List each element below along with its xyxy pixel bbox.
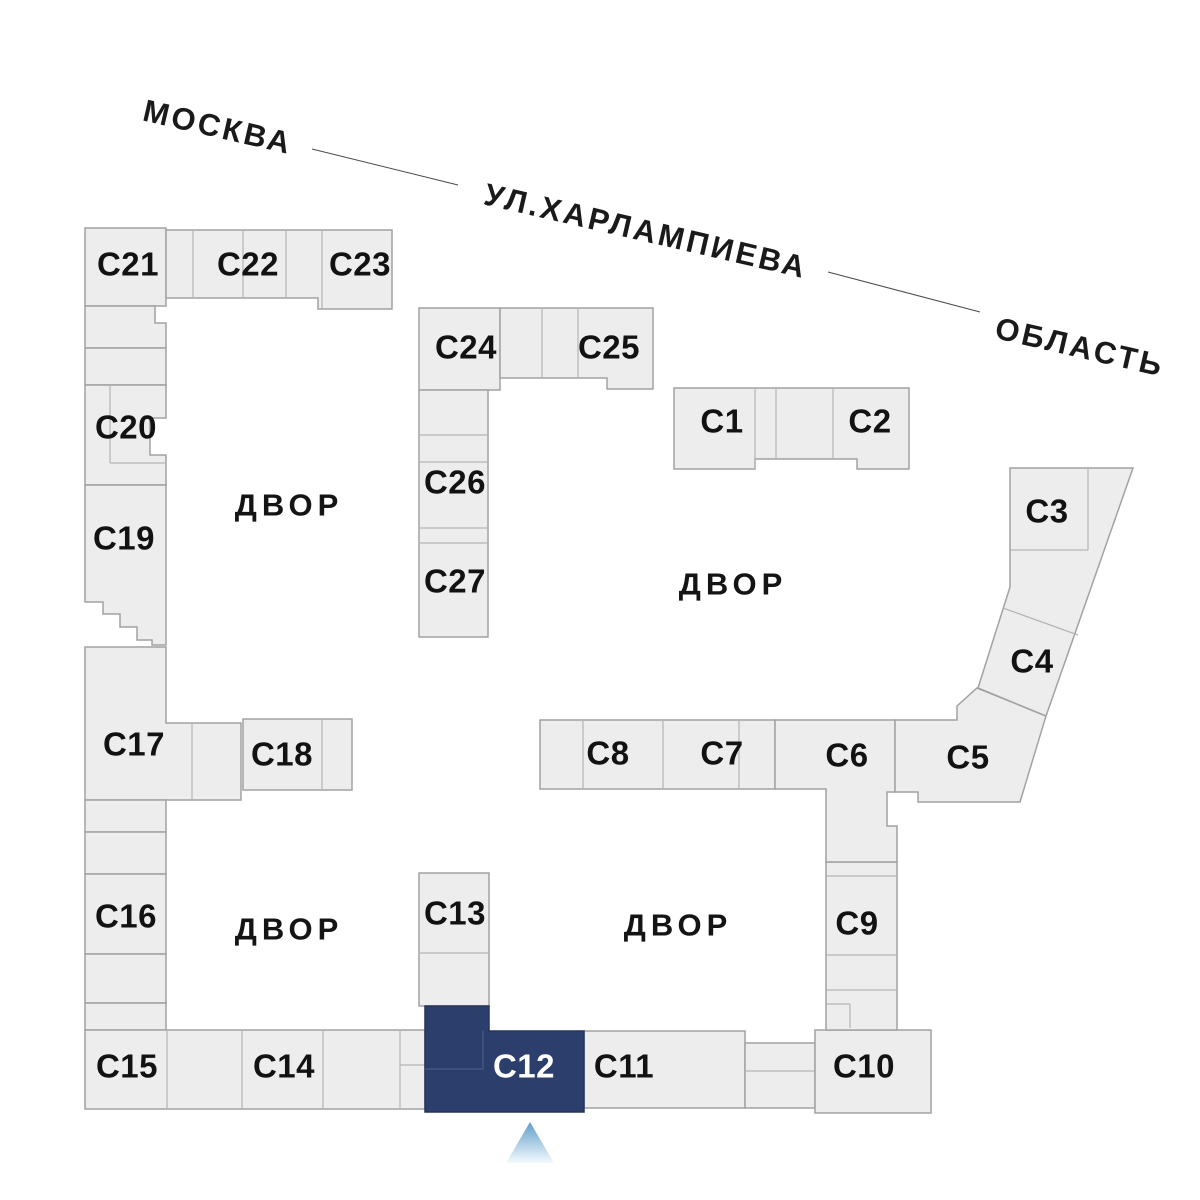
building-label-c23: С23	[329, 246, 391, 283]
building-left-column-segment[interactable]	[84, 799, 167, 833]
building-label-c17: С17	[103, 726, 165, 763]
courtyard-labels: ДВОР ДВОР ДВОР ДВОР	[235, 488, 788, 947]
building-left-column-segment[interactable]	[84, 831, 167, 875]
building-c3-c4-strip[interactable]	[977, 467, 1135, 717]
building-label-c21: С21	[97, 246, 159, 283]
building-c18[interactable]	[242, 718, 353, 791]
courtyard-label: ДВОР	[679, 567, 788, 602]
building-c1-c2-bar[interactable]	[673, 387, 910, 470]
building-label-c26: С26	[424, 464, 486, 501]
building-label-c1: С1	[700, 403, 743, 440]
building-label-c5: С5	[946, 739, 989, 776]
building-c8-c7-bar[interactable]	[539, 719, 776, 790]
building-label-c9: С9	[835, 905, 878, 942]
division-lines	[1002, 468, 1089, 636]
building-label-c24: С24	[435, 329, 497, 366]
building-c9[interactable]	[825, 861, 898, 1031]
building-labels: С21 С22 С23 С24 С25 С26 С27 С1 С2 С3 С4 …	[93, 246, 1068, 1085]
division-lines	[419, 434, 488, 544]
building-label-c6: С6	[825, 737, 868, 774]
building-label-c22: С22	[217, 246, 279, 283]
selected-building-pointer-icon	[506, 1122, 554, 1163]
building-label-c8: С8	[586, 735, 629, 772]
building-label-c15: С15	[96, 1048, 158, 1085]
building-label-c18: С18	[251, 736, 313, 773]
building-c25-bar[interactable]	[499, 307, 654, 390]
building-label-c19: С19	[93, 520, 155, 557]
building-c19[interactable]	[84, 484, 167, 646]
building-left-column-segment[interactable]	[84, 1002, 167, 1031]
courtyard-label: ДВОР	[235, 488, 344, 523]
building-label-c25: С25	[578, 329, 640, 366]
building-label-c4: С4	[1010, 643, 1053, 680]
building-label-c12-selected: С12	[493, 1048, 555, 1085]
courtyard-label: ДВОР	[235, 912, 344, 947]
building-c12-selected[interactable]	[424, 1005, 585, 1113]
building-c16[interactable]	[84, 873, 167, 955]
street-region-right-label: ОБЛАСТЬ	[992, 311, 1168, 384]
division-lines	[166, 1030, 425, 1109]
division-lines	[754, 388, 834, 469]
division-lines	[109, 385, 166, 464]
street-city-left-label: МОСКВА	[140, 93, 296, 161]
street-name-label: УЛ.ХАРЛАМПИЕВА	[481, 177, 811, 285]
division-lines	[582, 720, 740, 789]
building-label-c7: С7	[700, 735, 743, 772]
building-left-column-segment[interactable]	[84, 953, 167, 1004]
building-c26-c27-column[interactable]	[418, 389, 489, 638]
street-line-left	[311, 148, 459, 186]
division-lines	[541, 308, 579, 378]
division-lines	[425, 1031, 484, 1070]
building-label-c14: С14	[253, 1048, 315, 1085]
building-c15-c14-row[interactable]	[84, 1029, 426, 1110]
building-c17[interactable]	[84, 646, 242, 801]
division-lines	[192, 230, 323, 309]
building-left-column-segment[interactable]	[84, 347, 167, 386]
division-lines	[826, 875, 897, 1028]
building-c22-c23-bar[interactable]	[165, 229, 393, 310]
building-c10[interactable]	[814, 1029, 932, 1114]
building-row-segment[interactable]	[744, 1042, 816, 1109]
buildings-layer	[84, 227, 1135, 1114]
building-label-c10: С10	[833, 1048, 895, 1085]
building-label-c2: С2	[848, 403, 891, 440]
building-c11[interactable]	[583, 1030, 746, 1109]
building-left-column-segment[interactable]	[84, 305, 167, 349]
courtyard-label: ДВОР	[624, 908, 733, 943]
building-label-c16: С16	[95, 898, 157, 935]
building-label-c13: С13	[424, 895, 486, 932]
building-label-c27: С27	[424, 563, 486, 600]
building-label-c20: С20	[95, 409, 157, 446]
building-c13[interactable]	[418, 872, 490, 1007]
building-c24[interactable]	[418, 307, 501, 391]
street-line-right	[827, 271, 981, 313]
building-label-c11: С11	[594, 1048, 654, 1085]
building-label-c3: С3	[1025, 493, 1068, 530]
building-c5[interactable]	[894, 687, 1047, 803]
building-c21[interactable]	[84, 227, 167, 307]
